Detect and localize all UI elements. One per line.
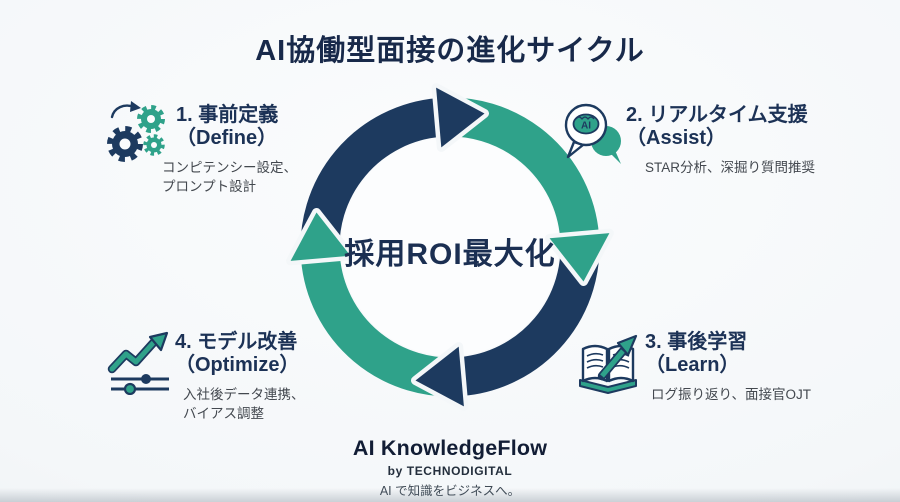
- ai-brain-speech-icon: AI: [564, 103, 621, 164]
- step-optimize-description: 入社後データ連携、 バイアス調整: [183, 386, 305, 422]
- step-assist-heading-en: （Assist）: [626, 127, 727, 150]
- arrowhead-left-icon: [286, 208, 355, 266]
- step-assist-heading: 2. リアルタイム支援: [626, 104, 808, 126]
- arrowhead-bottom-icon: [411, 342, 469, 411]
- step-define-description: コンピテンシー設定、 プロンプト設計: [162, 159, 297, 195]
- svg-text:AI: AI: [581, 121, 591, 132]
- step-learn-heading: 3. 事後学習: [645, 331, 748, 353]
- step-learn-heading-en: （Learn）: [645, 354, 740, 377]
- step-learn: 3. 事後学習 （Learn） ログ振り返り、面接官OJT: [645, 331, 811, 404]
- brand-byline: by TECHNODIGITAL: [387, 464, 513, 478]
- step-assist-description: STAR分析、深掘り質問推奨: [645, 159, 816, 175]
- open-book-growth-icon: [579, 334, 638, 394]
- trend-tuning-icon: [107, 331, 169, 395]
- arrowhead-top-icon: [431, 83, 489, 152]
- step-optimize: 4. モデル改善 （Optimize） 入社後データ連携、 バイアス調整: [175, 331, 305, 424]
- step-learn-description: ログ振り返り、面接官OJT: [651, 386, 811, 402]
- center-goal-label: 採用ROI最大化: [344, 238, 556, 271]
- step-optimize-heading: 4. モデル改善: [175, 331, 298, 353]
- step-define-heading: 1. 事前定義: [176, 104, 279, 126]
- bottom-shade: [0, 488, 900, 502]
- step-define-heading-en: （Define）: [176, 127, 278, 150]
- step-optimize-heading-en: （Optimize）: [175, 354, 300, 377]
- step-define: 1. 事前定義 （Define） コンピテンシー設定、 プロンプト設計: [162, 104, 297, 197]
- step-assist: 2. リアルタイム支援 （Assist） STAR分析、深掘り質問推奨: [626, 104, 815, 177]
- brand-name: AI KnowledgeFlow: [352, 436, 548, 460]
- gears-process-icon: [107, 101, 165, 162]
- cycle-inner-disc: [341, 138, 559, 356]
- footer: AI KnowledgeFlow by TECHNODIGITAL AI で知識…: [0, 436, 900, 499]
- arrowhead-right-icon: [545, 228, 614, 286]
- brand-tagline: AI で知識をビジネスへ。: [0, 480, 900, 499]
- page-title: AI協働型面接の進化サイクル: [255, 35, 645, 67]
